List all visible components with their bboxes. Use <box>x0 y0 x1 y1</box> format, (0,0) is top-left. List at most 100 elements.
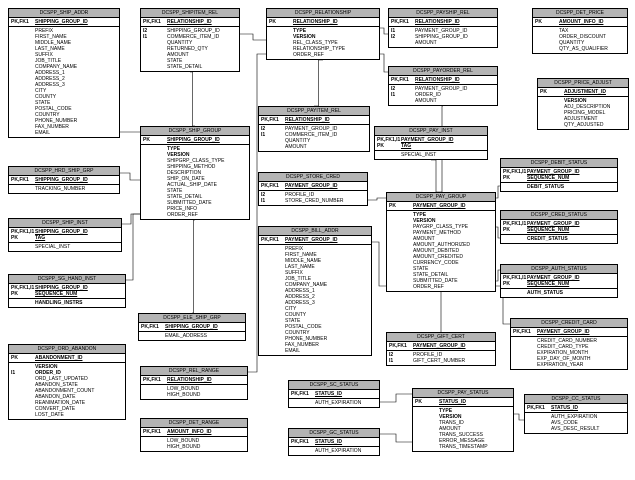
attribute-column: CONVERT_DATE <box>35 406 76 412</box>
key-marker: PK,FK1 <box>391 19 409 25</box>
attribute-column: JOB_TITLE <box>285 276 312 282</box>
entity-title: DCSPP_DET_PRICE <box>533 9 627 18</box>
entity-title: DCSPP_SHIP_GROUP <box>141 127 249 136</box>
attribute-column: TYPE <box>439 408 453 414</box>
attribute-column: ABANDON_DATE <box>35 394 76 400</box>
attribute-column: SPECIAL_INST <box>35 244 71 250</box>
attribute-column: ORDER_REF <box>167 212 198 218</box>
key-marker: PK <box>11 291 18 297</box>
attribute-column: PAYMENT_GROUP_ID <box>285 126 338 132</box>
relationship-line <box>380 27 388 35</box>
attribute-column: STORE_CRED_NUMBER <box>285 198 344 204</box>
relationship-line <box>126 213 140 281</box>
primary-key-column: ADJUSTMENT_ID <box>564 89 606 95</box>
attribute-column: STATE <box>167 58 183 64</box>
attribute-column: PREFIX <box>35 28 54 34</box>
attribute-column: VERSION <box>167 152 190 158</box>
attribute-column: ADJ_DESCRIPTION <box>564 104 611 110</box>
attribute-column: RELATIONSHIP_TYPE <box>293 46 346 52</box>
attribute-column: LAST_NAME <box>285 264 315 270</box>
key-marker: PK <box>11 355 18 361</box>
attribute-column: HIGH_BOUND <box>167 392 201 398</box>
key-marker: PK <box>377 143 384 149</box>
attribute-column: ORDER_ID <box>35 370 61 376</box>
index-marker: I1 <box>391 28 396 34</box>
entity-title: DCSPP_GIFT_CERT <box>387 333 495 342</box>
attribute-column: POSTAL_CODE <box>285 324 322 330</box>
key-marker: PK <box>540 89 547 95</box>
attribute-column: RETURNED_QTY <box>167 46 208 52</box>
attribute-column: EXPIRATION_YEAR <box>537 362 584 368</box>
primary-key-column: SHIPPING_GROUP_ID <box>167 137 220 143</box>
key-marker: PK,FK1,I1 <box>11 285 35 291</box>
key-marker: PK,FK1,I1 <box>503 275 527 281</box>
attribute-column: MIDDLE_NAME <box>35 40 72 46</box>
attribute-column: AMOUNT <box>285 144 307 150</box>
primary-key-column: SHIPPING_GROUP_ID <box>35 19 88 25</box>
attribute-column: COUNTRY <box>285 330 310 336</box>
entity-title: DCSPP_BILL_ADDR <box>259 227 371 236</box>
attribute-column: MIDDLE_NAME <box>285 258 322 264</box>
attribute-column: SHIPPING_METHOD <box>167 164 216 170</box>
attribute-column: QUANTITY <box>167 40 193 46</box>
attribute-column: AMOUNT <box>167 52 189 58</box>
primary-key-column: SEQUENCE_NUM <box>527 175 570 181</box>
attribute-column: PHONE_NUMBER <box>285 336 328 342</box>
entity-title: DCSPP_HRD_SHIP_GRP <box>9 167 119 176</box>
primary-key-column: PAYMENT_GROUP_ID <box>527 275 580 281</box>
entity-title: DCSPP_REL_RANGE <box>141 367 247 376</box>
primary-key-column: SEQUENCE_NUM <box>527 281 570 287</box>
attribute-column: ORDER_DISCOUNT <box>559 34 606 40</box>
primary-key-column: STATUS_ID <box>551 405 579 411</box>
entity-title: DCSPP_SHIPITEM_REL <box>141 9 239 18</box>
attribute-column: ORDER_REF <box>293 52 324 58</box>
attribute-column: TYPE <box>413 212 427 218</box>
attribute-column: PAYMENT_METHOD <box>413 230 461 236</box>
key-marker: PK <box>389 203 396 209</box>
attribute-column: CREDIT_CARD_NUMBER <box>537 338 598 344</box>
attribute-column: JOB_TITLE <box>35 58 62 64</box>
entity-title: DCSPP_SHIP_INST <box>9 219 121 228</box>
attribute-column: STATE <box>167 188 183 194</box>
attribute-column: COUNTY <box>35 94 57 100</box>
primary-key-column: RELATIONSHIP_ID <box>415 19 460 25</box>
relationship-line <box>190 71 195 127</box>
relationship-line <box>431 159 441 193</box>
primary-key-column: ABANDONMENT_ID <box>35 355 83 361</box>
primary-key-column: STATUS_ID <box>439 399 467 405</box>
primary-key-column: AMOUNT_INFO_ID <box>559 19 604 25</box>
primary-key-column: RELATIONSHIP_ID <box>285 117 330 123</box>
entity-title: DCSPP_CRED_STATUS <box>501 211 617 220</box>
key-marker: PK <box>503 175 510 181</box>
